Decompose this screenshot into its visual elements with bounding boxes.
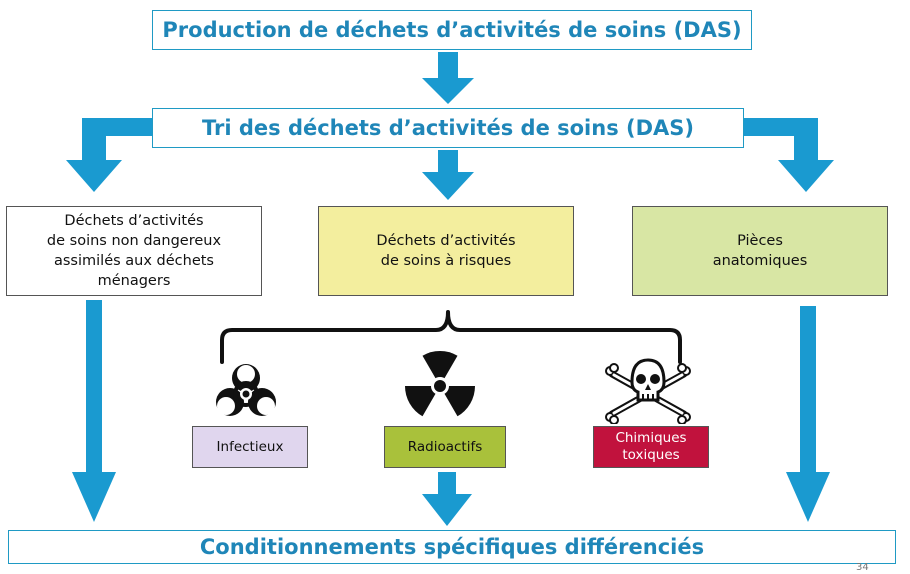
- infectious-label: Infectieux: [216, 438, 284, 455]
- arrow-tri-to-anatomical: [744, 118, 834, 192]
- packaging-label: Conditionnements spécifiques différencié…: [199, 535, 705, 559]
- non-dangerous-waste-label: Déchets d’activités de soins non dangere…: [46, 213, 222, 289]
- packaging-box: Conditionnements spécifiques différencié…: [8, 530, 896, 564]
- arrow-tri-to-non-dangerous: [66, 118, 152, 192]
- arrow-production-to-tri: [422, 52, 474, 104]
- arrow-anatomical-to-bottom: [786, 306, 830, 522]
- chemical-toxic-label: Chimiques toxiques: [615, 430, 687, 463]
- arrow-tri-to-risk: [422, 150, 474, 200]
- production-box: Production de déchets d’activités de soi…: [152, 10, 752, 50]
- risk-waste-label: Déchets d’activités de soins à risques: [376, 233, 516, 269]
- risk-waste-box: Déchets d’activités de soins à risques: [318, 206, 574, 296]
- infectious-box: Infectieux: [192, 426, 308, 468]
- anatomical-parts-box: Pièces anatomiques: [632, 206, 888, 296]
- skull-crossbones-icon: [602, 354, 694, 425]
- arrow-radioactive-to-bottom: [422, 472, 472, 526]
- chemical-toxic-box: Chimiques toxiques: [593, 426, 709, 468]
- sorting-box: Tri des déchets d’activités de soins (DA…: [152, 108, 744, 148]
- radioactive-label: Radioactifs: [407, 438, 483, 455]
- sorting-label: Tri des déchets d’activités de soins (DA…: [201, 116, 695, 140]
- biohazard-icon: [206, 360, 286, 424]
- risk-brace: [220, 310, 682, 364]
- radiation-icon: [402, 348, 478, 424]
- radioactive-box: Radioactifs: [384, 426, 506, 468]
- anatomical-parts-label: Pièces anatomiques: [712, 233, 808, 269]
- page-number: 34: [856, 562, 869, 573]
- arrow-non-dangerous-to-bottom: [72, 300, 116, 522]
- production-label: Production de déchets d’activités de soi…: [162, 18, 742, 42]
- non-dangerous-waste-box: Déchets d’activités de soins non dangere…: [6, 206, 262, 296]
